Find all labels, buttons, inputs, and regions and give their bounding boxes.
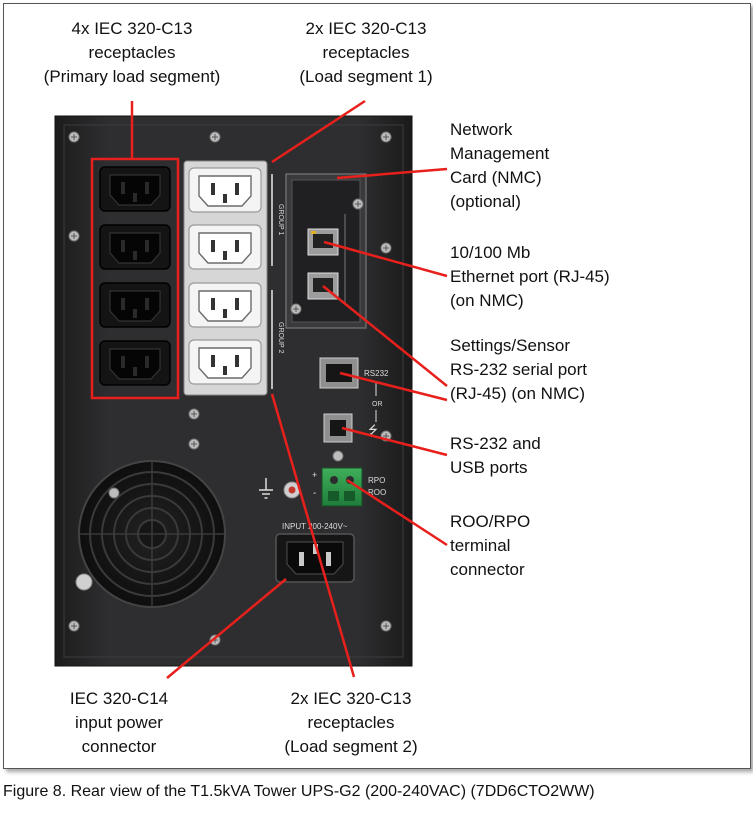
iec-c14-input-connector: INPUT 200-240V~ <box>275 522 355 583</box>
segment1-receptacles-label: 2x IEC 320-C13 receptacles (Load segment… <box>299 19 433 86</box>
callout-settings <box>322 285 448 387</box>
input-rating-marking: INPUT 200-240V~ <box>282 522 348 531</box>
input-connector-label: IEC 320-C14 input power connector <box>69 689 169 756</box>
nmc-label: Network Management Card (NMC) (optional) <box>450 120 550 211</box>
minus-marking: - <box>313 488 316 499</box>
group1-marking: GROUP 1 <box>277 204 284 235</box>
roo-marking: ROO <box>368 488 386 497</box>
rs232-serial-port: RS232 OR <box>319 357 389 422</box>
primary-receptacles-label: 4x IEC 320-C13 receptacles (Primary load… <box>43 19 221 86</box>
primary-receptacles-highlight <box>90 157 180 400</box>
group2-marking: GROUP 2 <box>277 322 284 353</box>
cooling-fan-grille <box>75 460 226 608</box>
network-management-card <box>285 173 367 329</box>
callout-usb <box>341 426 448 457</box>
roo-rpo-label: ROO/RPO terminal connector <box>450 512 531 579</box>
or-marking: OR <box>372 401 383 408</box>
callout-roo-rpo <box>346 478 448 547</box>
rs232-usb-label: RS-232 and USB ports <box>450 434 541 477</box>
load-segment-receptacle-panel: GROUP 1 GROUP 2 <box>183 160 284 396</box>
rpo-marking: RPO <box>368 476 385 485</box>
ethernet-port-label: 10/100 Mb Ethernet port (RJ-45) (on NMC) <box>450 243 610 310</box>
ground-symbol-icon <box>259 478 301 499</box>
callout-segment1 <box>271 99 366 164</box>
rs232-marking: RS232 <box>364 369 389 378</box>
callout-nmc <box>336 167 448 180</box>
callout-input <box>166 578 287 679</box>
plus-marking: + <box>312 470 317 480</box>
ups-rear-diagram: GROUP 1 GROUP 2 RS232 OR <box>54 99 448 679</box>
callout-segment2 <box>270 393 356 678</box>
settings-port-label: Settings/Sensor RS-232 serial port (RJ-4… <box>450 336 588 403</box>
callout-rs232 <box>339 371 448 402</box>
callout-lines <box>130 99 448 679</box>
callout-ethernet <box>323 240 448 278</box>
figure-caption: Figure 8. Rear view of the T1.5kVA Tower… <box>3 783 595 800</box>
usb-icon: ⭍ <box>368 423 378 437</box>
figure-frame: GROUP 1 GROUP 2 RS232 OR <box>3 3 751 769</box>
usb-port: ⭍ <box>323 413 378 462</box>
segment2-receptacles-label: 2x IEC 320-C13 receptacles (Load segment… <box>284 689 418 756</box>
